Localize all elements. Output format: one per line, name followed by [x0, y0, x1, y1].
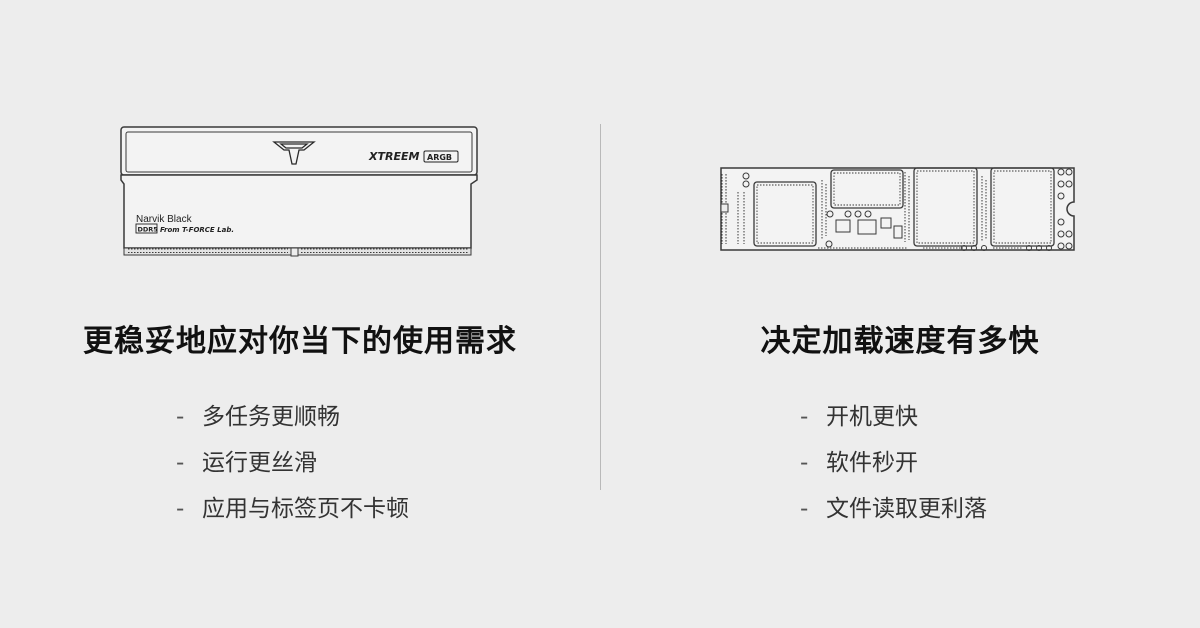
list-item: -多任务更顺畅: [176, 400, 409, 446]
list-item-text: 运行更丝滑: [202, 450, 317, 476]
ram-argb-badge: ARGB: [427, 153, 452, 162]
bullet-dash: -: [176, 496, 185, 522]
center-divider: [600, 124, 601, 490]
left-benefit-list: -多任务更顺畅 -运行更丝滑 -应用与标签页不卡顿: [176, 400, 409, 538]
bullet-dash: -: [800, 450, 809, 476]
list-item: -运行更丝滑: [176, 446, 409, 492]
list-item-text: 开机更快: [826, 404, 918, 430]
bullet-dash: -: [800, 404, 809, 430]
bullet-dash: -: [176, 404, 185, 430]
right-benefit-list: -开机更快 -软件秒开 -文件读取更利落: [800, 400, 987, 538]
list-item-text: 软件秒开: [826, 450, 918, 476]
right-headline: 决定加载速度有多快: [760, 324, 1040, 359]
ram-ddr-label: DDR5: [138, 226, 159, 234]
ram-model-label: Narvik Black: [136, 214, 193, 225]
ram-product-logo: XTREEM: [368, 150, 419, 163]
list-item: -应用与标签页不卡顿: [176, 492, 409, 538]
list-item-text: 应用与标签页不卡顿: [202, 496, 409, 522]
list-item: -开机更快: [800, 400, 987, 446]
ram-tagline: From T-FORCE Lab.: [160, 226, 234, 234]
bullet-dash: -: [176, 450, 185, 476]
list-item-text: 多任务更顺畅: [202, 404, 340, 430]
list-item: -文件读取更利落: [800, 492, 987, 538]
ssd-board-illustration: [720, 167, 1075, 251]
left-headline: 更稳妥地应对你当下的使用需求: [83, 324, 517, 359]
left-panel: XTREEM ARGB Narvik Black DDR5 From T-FOR…: [83, 126, 517, 538]
list-item-text: 文件读取更利落: [826, 496, 987, 522]
bullet-dash: -: [800, 496, 809, 522]
right-panel: 决定加载速度有多快 -开机更快 -软件秒开 -文件读取更利落: [600, 0, 1200, 628]
t-force-logo-icon: [272, 141, 316, 165]
list-item: -软件秒开: [800, 446, 987, 492]
ram-module-illustration: XTREEM ARGB Narvik Black DDR5 From T-FOR…: [120, 126, 478, 257]
